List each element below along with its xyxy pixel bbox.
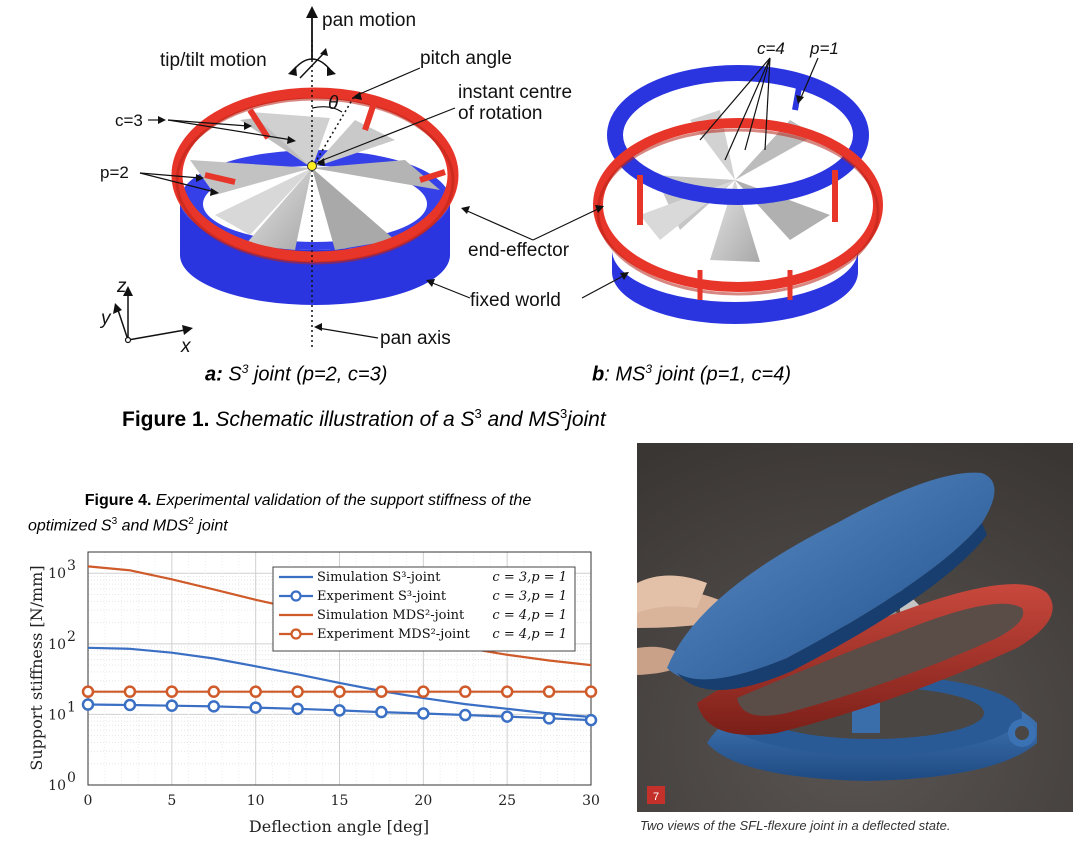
label-axis-x: x bbox=[180, 336, 192, 357]
label-axis-y: y bbox=[99, 308, 112, 329]
figure1-caption: Figure 1. Schematic illustration of a S3… bbox=[122, 406, 606, 431]
flexure-joint-photo: 7 bbox=[637, 443, 1073, 812]
x-tick-label: 30 bbox=[582, 793, 600, 809]
legend-box bbox=[272, 566, 576, 652]
series-line-0 bbox=[87, 646, 592, 719]
series-point-3 bbox=[542, 685, 556, 698]
series-point-3 bbox=[500, 685, 514, 698]
legend-marker-1 bbox=[290, 590, 302, 602]
legend-label-1: Experiment S³-joint bbox=[317, 589, 447, 604]
label-pan-axis: pan axis bbox=[380, 328, 451, 349]
x-tick-label: 15 bbox=[331, 793, 349, 809]
label-c4: c=4 bbox=[757, 39, 785, 58]
label-axis-z: z bbox=[116, 276, 127, 297]
x-tick-label: 20 bbox=[414, 793, 432, 809]
y-axis-label: Support stiffness [N/mm] bbox=[27, 565, 46, 770]
x-tick-label: 25 bbox=[498, 793, 516, 809]
series-point-3 bbox=[375, 685, 388, 698]
series-point-3 bbox=[81, 685, 95, 698]
photo-caption: Two views of the SFL-flexure joint in a … bbox=[640, 818, 951, 833]
y-tick-label: 10 bbox=[48, 637, 66, 653]
y-tick-exponent: 3 bbox=[67, 558, 76, 574]
chart-legend: Simulation S³-joint c = 3,p = 1 Experiment… bbox=[272, 566, 576, 652]
series-point-1 bbox=[249, 701, 262, 714]
series-point-1 bbox=[584, 713, 598, 727]
series-point-1 bbox=[459, 708, 472, 722]
figure4-caption: Figure 4. Experimental validation of the… bbox=[28, 492, 532, 535]
series-point-1 bbox=[81, 698, 95, 711]
series-point-3 bbox=[417, 685, 430, 698]
series-point-1 bbox=[417, 707, 430, 720]
legend-label-3: Experiment MDS²-joint bbox=[317, 627, 471, 642]
y-tick-exponent: 1 bbox=[67, 699, 76, 715]
label-pitch-angle: pitch angle bbox=[420, 48, 512, 69]
label-of-rotation: of rotation bbox=[458, 103, 543, 124]
photo-badge: 7 bbox=[653, 791, 659, 803]
legend-params-3: c = 4,p = 1 bbox=[492, 627, 567, 642]
series-point-1 bbox=[165, 699, 179, 712]
plot-frame bbox=[87, 551, 592, 786]
label-instant-centre: instant centre bbox=[458, 82, 572, 103]
series-point-1 bbox=[123, 698, 137, 712]
series-layer bbox=[81, 565, 598, 727]
series-point-1 bbox=[207, 700, 220, 713]
series-point-3 bbox=[123, 685, 137, 698]
label-pan-motion: pan motion bbox=[322, 10, 416, 31]
figure1-schematic: pan motion tip/tilt motion pitch angle θ… bbox=[99, 6, 883, 357]
legend-marker-3 bbox=[290, 628, 302, 640]
series-point-3 bbox=[333, 685, 346, 698]
label-p2: p=2 bbox=[100, 163, 129, 182]
x-tick-label: 5 bbox=[167, 793, 176, 809]
series-point-3 bbox=[291, 685, 304, 698]
ms3-joint-model bbox=[593, 57, 883, 324]
label-theta: θ bbox=[328, 93, 339, 114]
legend-label-0: Simulation S³-joint bbox=[317, 570, 441, 585]
series-point-1 bbox=[375, 705, 388, 719]
series-point-1 bbox=[291, 702, 304, 716]
series-point-3 bbox=[207, 685, 220, 698]
series-point-1 bbox=[500, 710, 514, 723]
y-tick-label: 10 bbox=[48, 778, 66, 794]
series-point-3 bbox=[459, 685, 472, 698]
series-point-3 bbox=[165, 685, 179, 698]
legend-params-2: c = 4,p = 1 bbox=[492, 608, 567, 623]
y-tick-exponent: 0 bbox=[67, 770, 76, 786]
x-tick-label: 0 bbox=[84, 793, 93, 809]
series-point-3 bbox=[584, 685, 598, 698]
photo-illustration: 7 bbox=[637, 443, 1073, 812]
legend-label-2: Simulation MDS²-joint bbox=[317, 608, 465, 623]
label-p1: p=1 bbox=[809, 39, 839, 58]
label-end-effector: end-effector bbox=[468, 240, 570, 261]
label-c3: c=3 bbox=[115, 111, 143, 130]
label-fixed-world: fixed world bbox=[470, 290, 561, 311]
legend-params-0: c = 3,p = 1 bbox=[492, 570, 567, 585]
x-tick-labels: 0 5 10 15 20 25 30 bbox=[84, 793, 600, 809]
series-point-3 bbox=[249, 685, 262, 698]
y-tick-label: 10 bbox=[48, 707, 66, 723]
y-tick-exponent: 2 bbox=[67, 629, 76, 645]
y-tick-label: 10 bbox=[48, 566, 66, 582]
x-axis-label: Deflection angle [deg] bbox=[249, 817, 429, 836]
legend-params-1: c = 3,p = 1 bbox=[492, 589, 567, 604]
panel-a-caption: a: S3 joint (p=2, c=3) bbox=[205, 362, 388, 386]
series-point-1 bbox=[542, 712, 556, 725]
panel-b-caption: b: MS3 joint (p=1, c=4) bbox=[592, 362, 791, 386]
x-tick-label: 10 bbox=[247, 793, 265, 809]
label-tip-tilt-motion: tip/tilt motion bbox=[160, 50, 267, 71]
series-point-1 bbox=[333, 704, 346, 717]
s3-joint-model bbox=[113, 6, 459, 350]
